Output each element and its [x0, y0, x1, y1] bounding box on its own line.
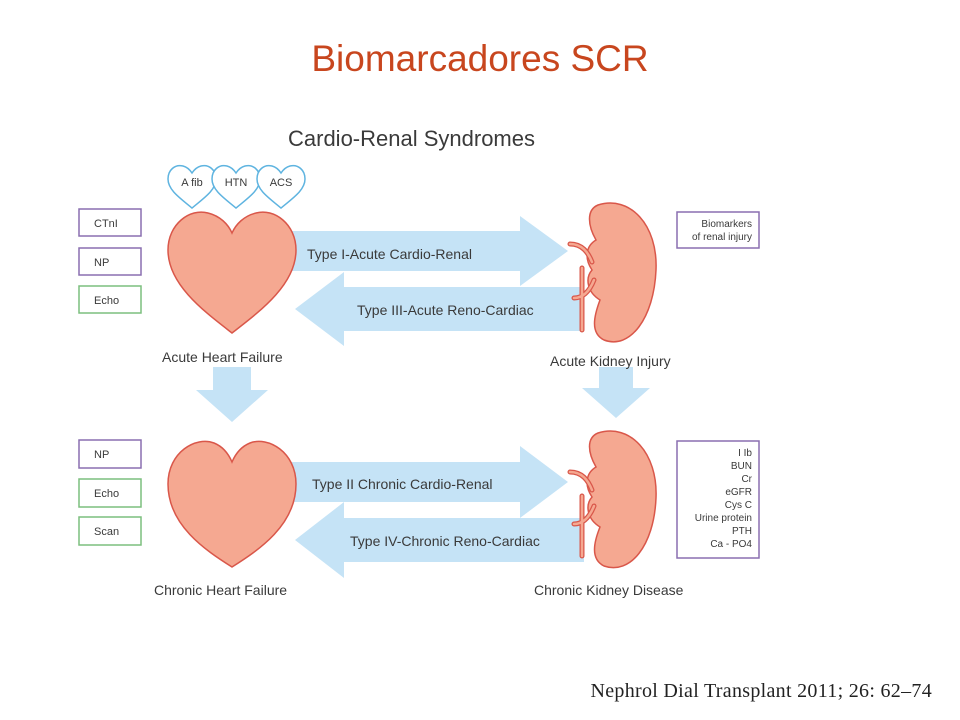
arrow-type2: Type II Chronic Cardio-Renal [292, 446, 568, 518]
acute-kidney-icon [567, 202, 657, 343]
risk-factor-heart-icon: HTN [211, 164, 261, 209]
acute-heart-failure-label: Acute Heart Failure [162, 349, 283, 365]
chronic-renal-biomarkers: I Ib BUN Cr eGFR Cys C Urine protein PTH… [676, 440, 760, 559]
biomarker-label: Scan [94, 526, 119, 538]
biomarker-label: NP [94, 257, 109, 269]
biomarker-label: Cr [741, 474, 752, 485]
down-arrow-heart [196, 367, 268, 422]
biomarker-box [676, 440, 760, 559]
biomarker-label: Ca - PO4 [710, 539, 752, 550]
biomarker-label: BUN [731, 461, 752, 472]
biomarker-label: Cys C [725, 500, 752, 511]
biomarker-label: eGFR [725, 487, 752, 498]
chronic-heart-biomarkers: NP Echo Scan [78, 439, 142, 546]
chronic-heart-failure-label: Chronic Heart Failure [154, 582, 287, 598]
biomarker-box [676, 211, 760, 249]
biomarker-box [78, 208, 142, 237]
citation: Nephrol Dial Transplant 2011; 26: 62–74 [590, 680, 932, 702]
risk-factor-heart-icon: ACS [256, 164, 306, 209]
biomarker-label: Echo [94, 488, 119, 500]
biomarker-box [78, 285, 142, 314]
acute-renal-biomarkers: Biomarkers of renal injury [676, 211, 760, 249]
biomarker-label: of renal injury [692, 232, 752, 243]
biomarker-box [78, 516, 142, 546]
biomarker-label: CTnI [94, 218, 118, 230]
chronic-kidney-icon [567, 430, 657, 569]
arrow-type3: Type III-Acute Reno-Cardiac [295, 272, 584, 346]
biomarker-box [78, 247, 142, 276]
down-arrow-kidney [582, 367, 650, 418]
biomarker-label: Echo [94, 295, 119, 307]
diagram-title: Cardio-Renal Syndromes [288, 126, 535, 151]
chronic-kidney-disease-label: Chronic Kidney Disease [534, 582, 684, 598]
arrow-type4: Type IV-Chronic Reno-Cardiac [295, 502, 584, 578]
chronic-heart-icon [167, 440, 297, 568]
risk-factor-label: A fib [181, 177, 202, 189]
risk-factor-heart-icon: A fib [167, 164, 217, 209]
biomarker-label: Biomarkers [701, 219, 752, 230]
acute-heart-biomarkers: CTnI NP Echo [78, 208, 142, 314]
slide-title: Biomarcadores SCR [311, 38, 649, 79]
biomarker-label: PTH [732, 526, 752, 537]
arrow-type2-label: Type II Chronic Cardio-Renal [312, 476, 493, 492]
risk-factor-label: HTN [225, 177, 248, 189]
biomarker-box [78, 439, 142, 469]
arrow-type1-label: Type I-Acute Cardio-Renal [307, 246, 472, 262]
arrow-type4-label: Type IV-Chronic Reno-Cardiac [350, 533, 540, 549]
arrow-type1: Type I-Acute Cardio-Renal [292, 216, 568, 286]
risk-factor-label: ACS [270, 177, 293, 189]
acute-kidney-injury-label: Acute Kidney Injury [550, 353, 671, 369]
biomarker-label: I Ib [738, 448, 752, 459]
biomarker-box [78, 478, 142, 508]
arrow-type3-label: Type III-Acute Reno-Cardiac [357, 302, 534, 318]
acute-heart-icon [167, 211, 297, 334]
biomarker-label: NP [94, 449, 109, 461]
biomarker-label: Urine protein [695, 513, 752, 524]
